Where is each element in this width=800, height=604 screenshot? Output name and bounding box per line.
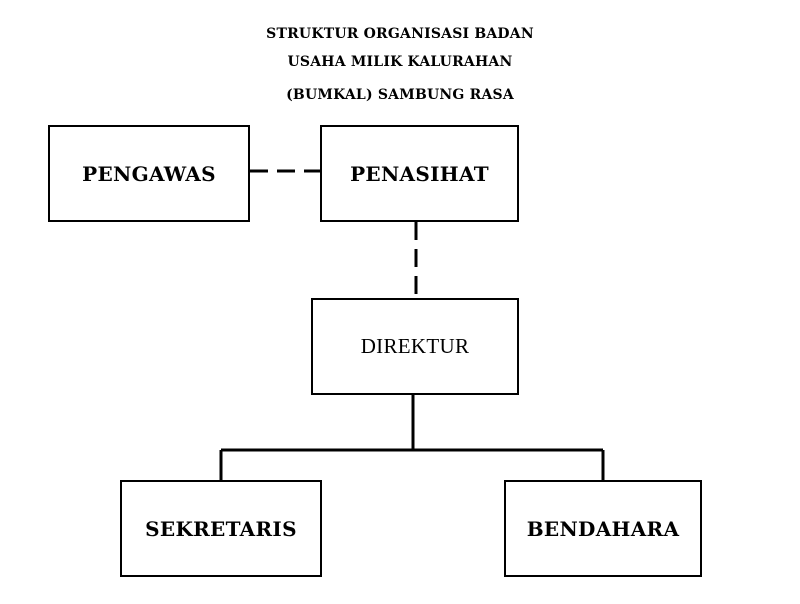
diagram-title-line-1: STRUKTUR ORGANISASI BADAN [266,26,534,42]
node-bendahara: BENDAHARA [504,480,702,577]
node-pengawas-label: PENGAWAS [82,161,216,186]
diagram-title-line-3: (BUMKAL) SAMBUNG RASA [286,87,514,103]
diagram-title-line-2: USAHA MILIK KALURAHAN [287,54,513,70]
node-penasihat: PENASIHAT [320,125,519,222]
node-bendahara-label: BENDAHARA [526,516,680,541]
node-sekretaris: SEKRETARIS [120,480,322,577]
node-pengawas: PENGAWAS [48,125,250,222]
node-direktur: DIREKTUR [311,298,519,395]
node-sekretaris-label: SEKRETARIS [145,516,297,541]
node-penasihat-label: PENASIHAT [350,161,489,186]
node-direktur-label: DIREKTUR [360,334,470,358]
